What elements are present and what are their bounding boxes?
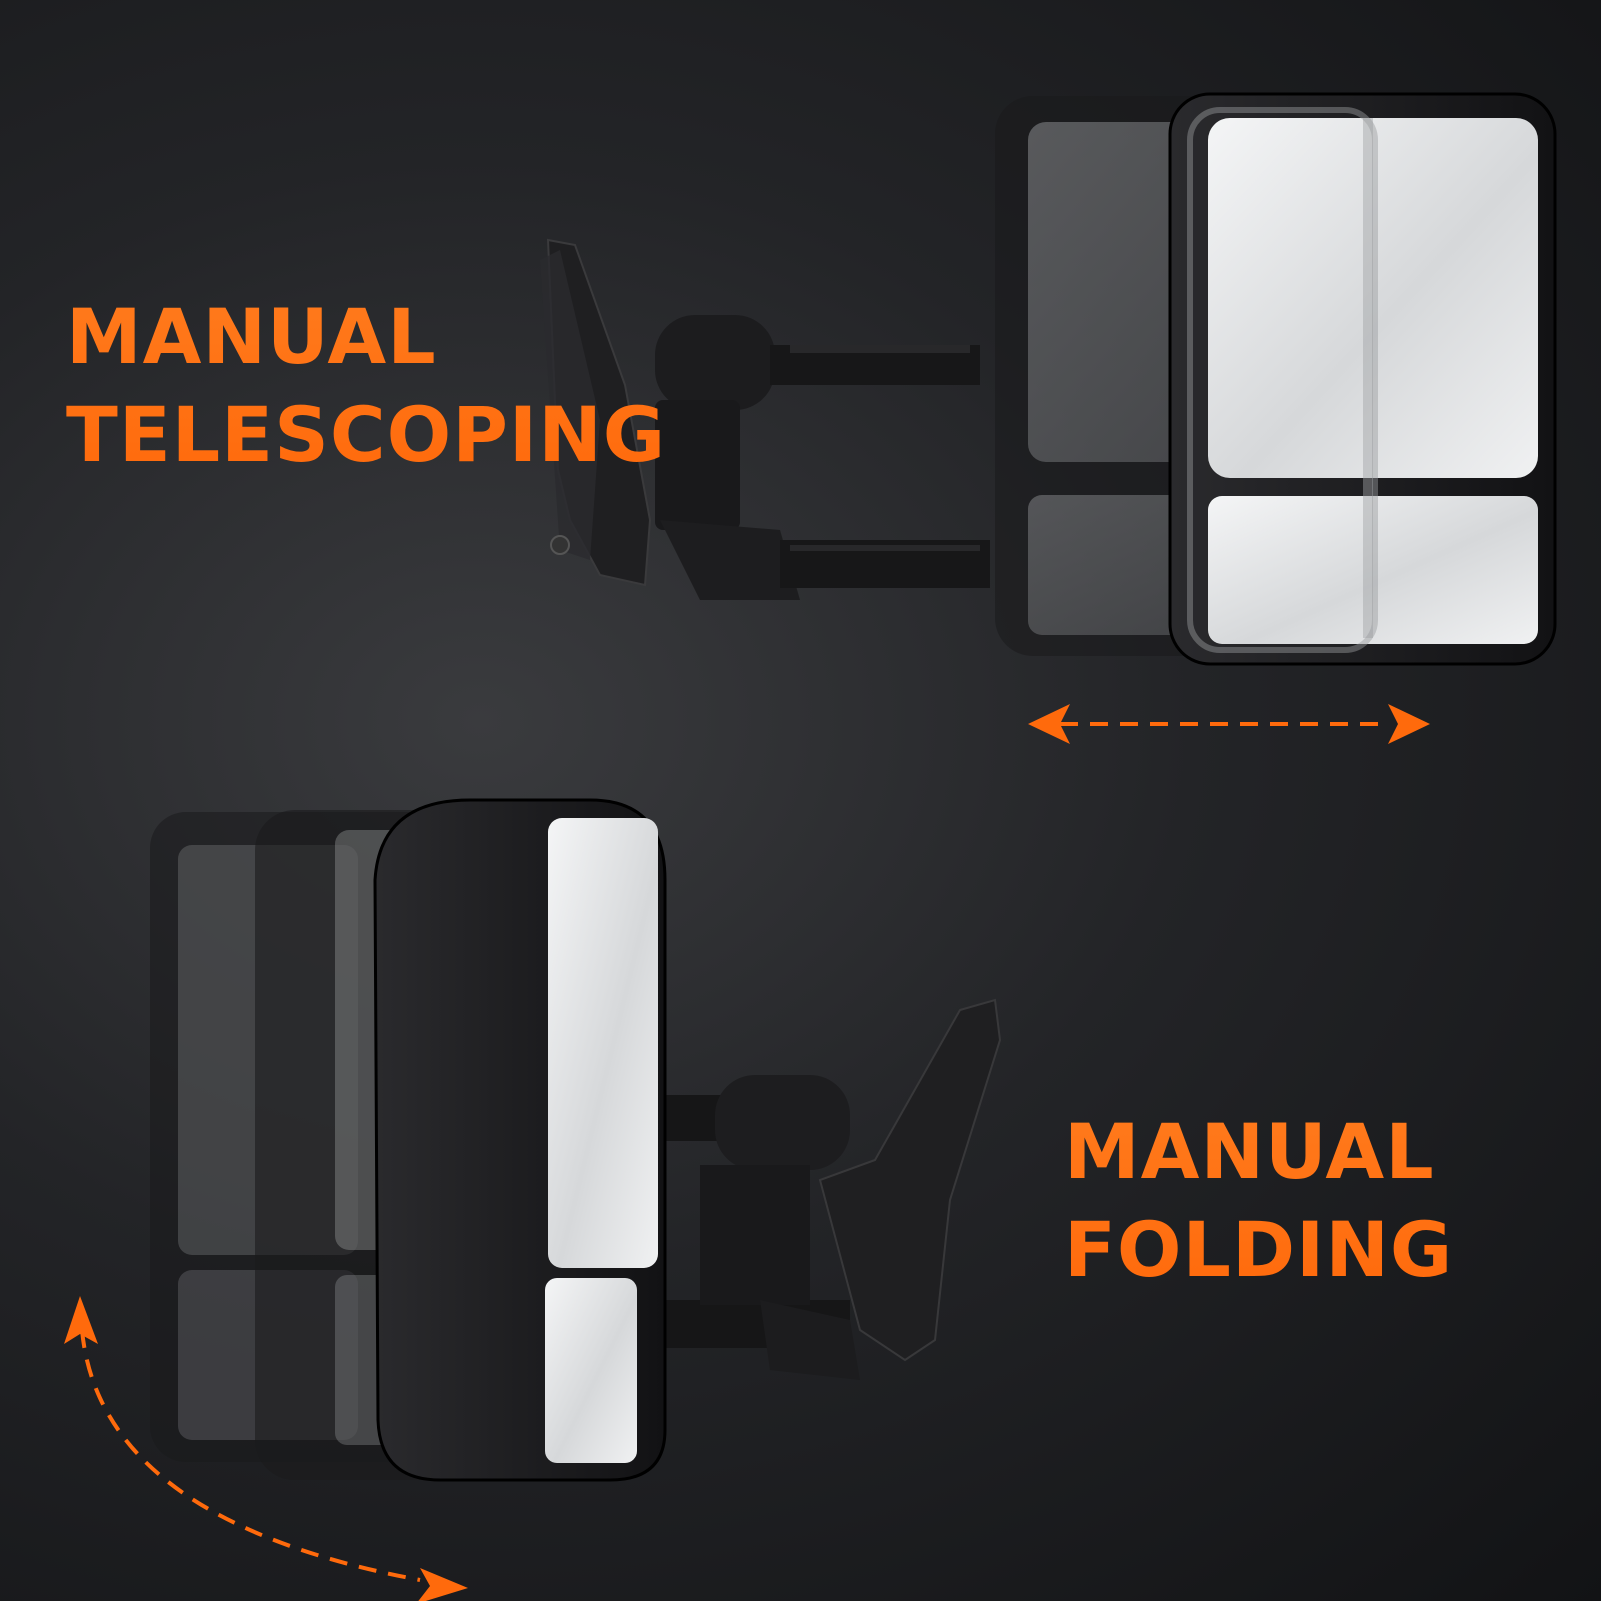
folding-heading-line-2: FOLDING bbox=[1064, 1205, 1454, 1294]
folding-mirror bbox=[150, 798, 1002, 1482]
telescoping-heading-line-1: MANUAL bbox=[66, 292, 437, 381]
folding-heading-line-1: MANUAL bbox=[1064, 1107, 1435, 1196]
telescoping-mirror bbox=[540, 92, 1557, 666]
telescoping-heading-line-2: TELESCOPING bbox=[66, 390, 667, 479]
telescoping-heading: MANUAL TELESCOPING bbox=[66, 288, 666, 484]
telescoping-arrow-icon bbox=[1028, 704, 1430, 744]
folding-heading: MANUAL FOLDING bbox=[1064, 1103, 1453, 1299]
folding-arrow-icon bbox=[64, 1296, 468, 1601]
